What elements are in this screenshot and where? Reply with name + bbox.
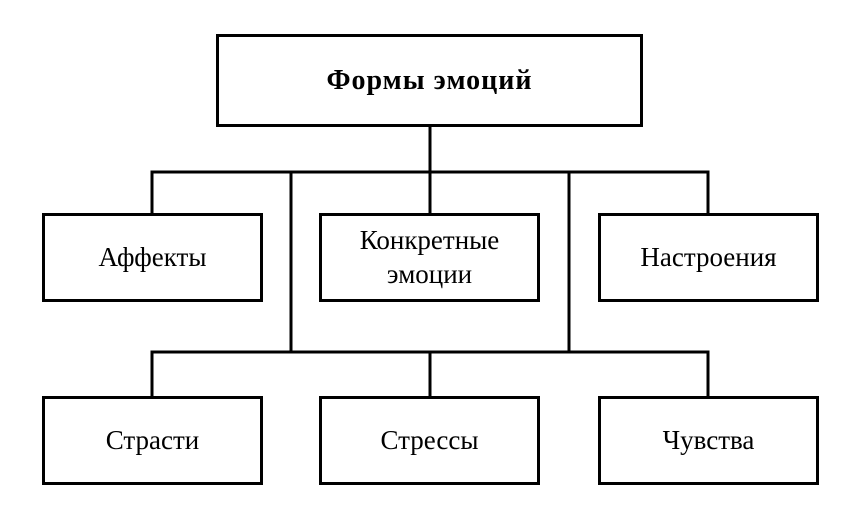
node-affects: Аффекты	[42, 213, 263, 302]
node-moods-label: Настроения	[640, 241, 777, 272]
root-node-label: Формы эмоций	[326, 65, 533, 96]
node-stresses: Стрессы	[319, 396, 540, 485]
node-feelings: Чувства	[598, 396, 819, 485]
node-concrete-emotions-line-1: Конкретные	[359, 224, 500, 255]
node-passions-label: Страсти	[105, 424, 200, 455]
node-moods: Настроения	[598, 213, 819, 302]
root-node: Формы эмоций	[216, 34, 643, 127]
node-stresses-label: Стрессы	[380, 424, 479, 455]
node-affects-label: Аффекты	[98, 241, 207, 272]
node-passions: Страсти	[42, 396, 263, 485]
node-concrete-emotions-label: Конкретные эмоции	[360, 224, 500, 292]
node-concrete-emotions-line-2: эмоции	[386, 258, 473, 289]
node-feelings-label: Чувства	[662, 424, 755, 455]
node-concrete-emotions: Конкретные эмоции	[319, 213, 540, 302]
